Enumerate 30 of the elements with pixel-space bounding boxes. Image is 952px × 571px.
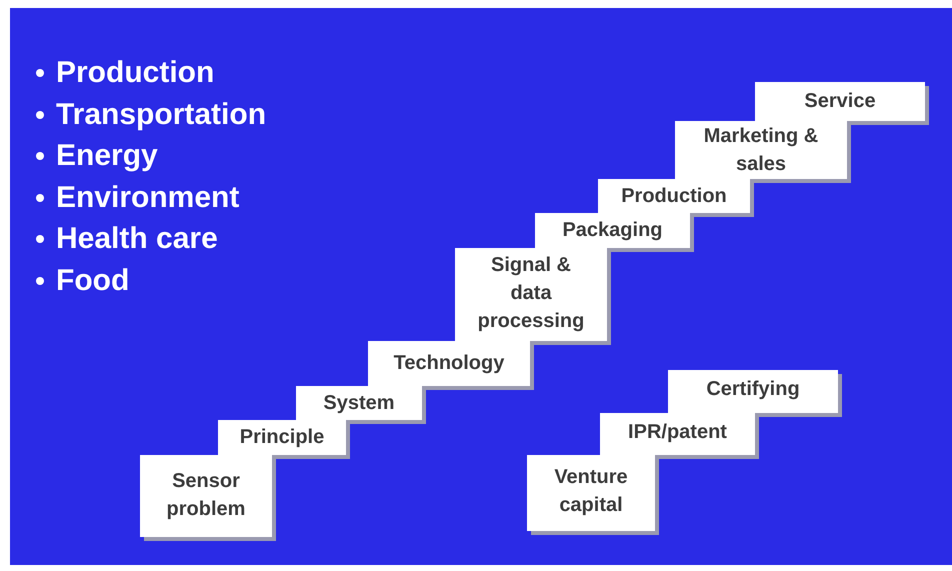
step-label: Packaging: [561, 218, 664, 243]
step-label: System: [322, 391, 396, 416]
step-label: Production: [620, 184, 728, 209]
bullet-text: Energy: [56, 139, 158, 172]
step-box: [368, 341, 530, 386]
step-label: Sensor problem: [166, 469, 246, 522]
step-label: Venture capital: [553, 465, 629, 518]
bullet-text: Production: [56, 56, 214, 89]
bullet-text: Food: [56, 264, 130, 296]
step-box: [218, 420, 346, 455]
step-label: Certifying: [705, 377, 801, 402]
bullet-text: Environment: [56, 180, 240, 214]
step-label: IPR/patent: [627, 420, 728, 445]
step-box: [455, 248, 607, 341]
step-box: [296, 386, 422, 420]
step-box: [600, 413, 755, 455]
step-label: Technology: [392, 351, 506, 376]
step-box: [535, 213, 690, 248]
step-label: Marketing & sales: [702, 124, 820, 177]
step-box: [527, 455, 655, 531]
bullet-text: Health care: [56, 222, 218, 255]
step-box: [598, 179, 750, 213]
step-label: Service: [803, 89, 877, 114]
step-box: [755, 82, 925, 121]
step-box: [668, 370, 838, 413]
step-label: Signal & data processing: [476, 253, 586, 334]
bullet-text: Transportation: [56, 98, 266, 130]
step-label: Principle: [238, 425, 326, 450]
step-box: [140, 455, 272, 537]
step-box: [675, 121, 847, 179]
